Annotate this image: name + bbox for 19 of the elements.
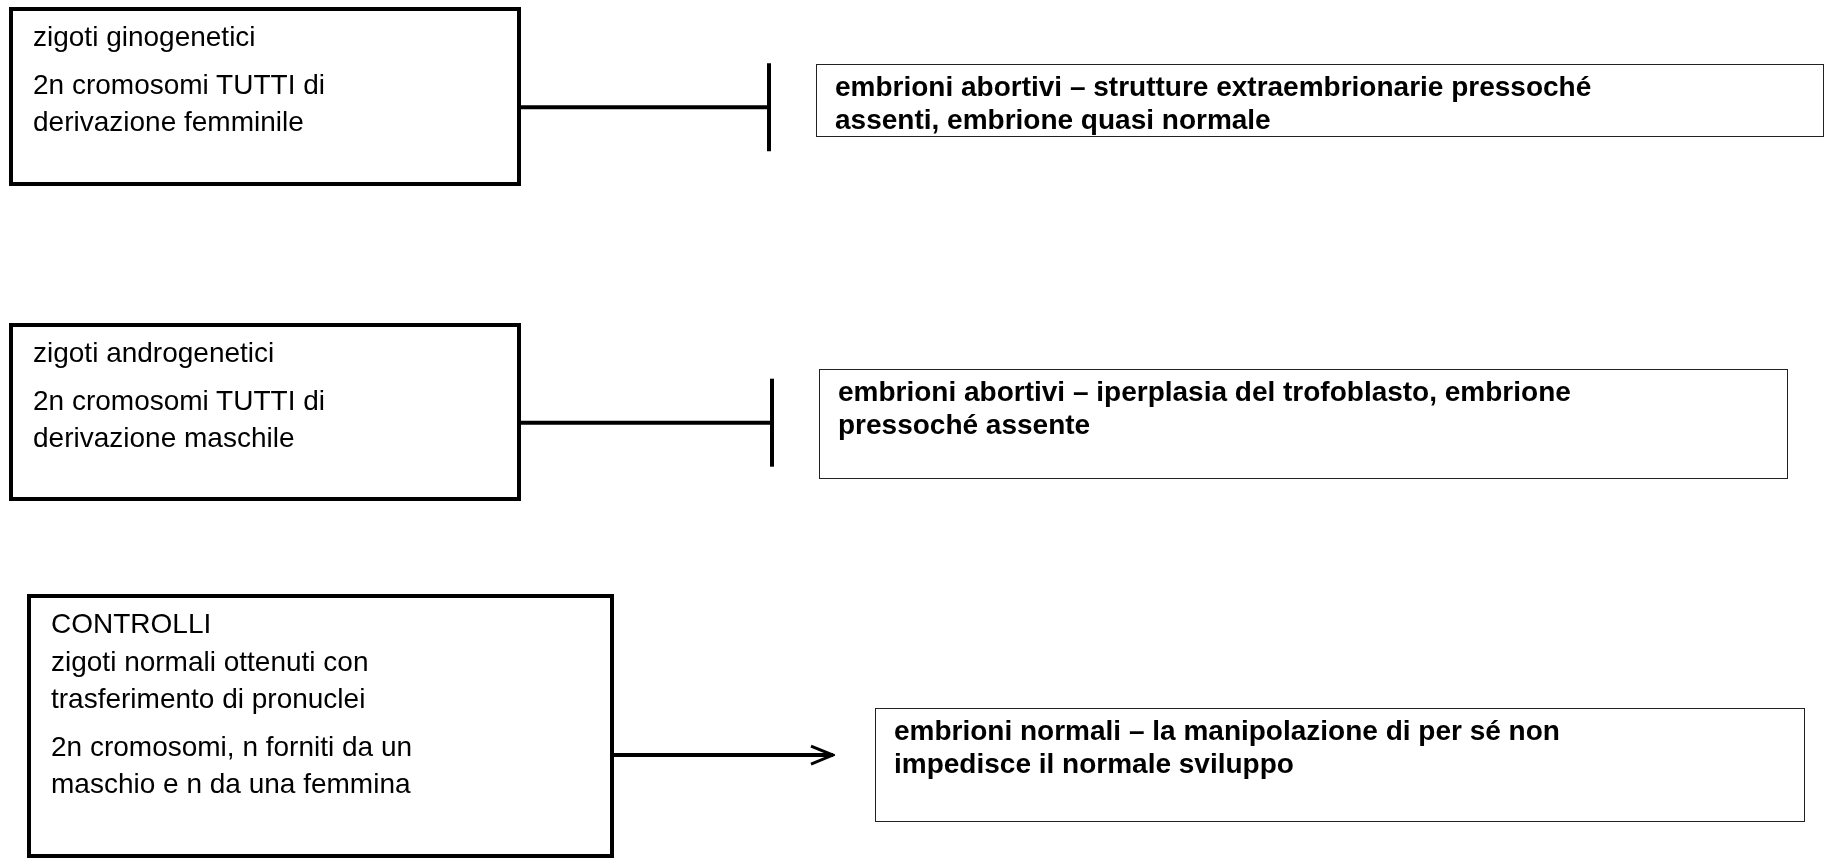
inhibition-line bbox=[521, 376, 774, 469]
box-heading: zigoti ginogenetici bbox=[33, 20, 257, 54]
box-text: 2n cromosomi TUTTI di derivazione maschile bbox=[33, 384, 326, 455]
outcome-box bbox=[819, 369, 1788, 479]
box-heading: CONTROLLI bbox=[51, 607, 213, 641]
inhibition-line bbox=[521, 61, 771, 154]
zygote-box bbox=[9, 323, 521, 501]
zygote-box bbox=[27, 594, 614, 858]
outcome-text: embrioni abortivi – iperplasia del trofoblasto, embrione pressoché assente bbox=[838, 375, 1572, 442]
box-text: 2n cromosomi, n forniti da un maschio e n da una femmina bbox=[51, 730, 414, 801]
box-heading: zigoti androgenetici bbox=[33, 336, 276, 370]
box-text: 2n cromosomi TUTTI di derivazione femminile bbox=[33, 68, 326, 139]
box-text: zigoti normali ottenuti con trasferimento di pronuclei bbox=[51, 645, 370, 716]
outcome-text: embrioni normali – la manipolazione di per sé non impedisce il normale sviluppo bbox=[894, 714, 1561, 781]
zygote-box bbox=[9, 7, 521, 186]
outcome-text: embrioni abortivi – strutture extraembrionarie pressoché assenti, embrione quasi normale bbox=[835, 70, 1593, 137]
outcome-box bbox=[816, 64, 1824, 137]
outcome-box bbox=[875, 708, 1805, 822]
arrow bbox=[614, 744, 835, 766]
